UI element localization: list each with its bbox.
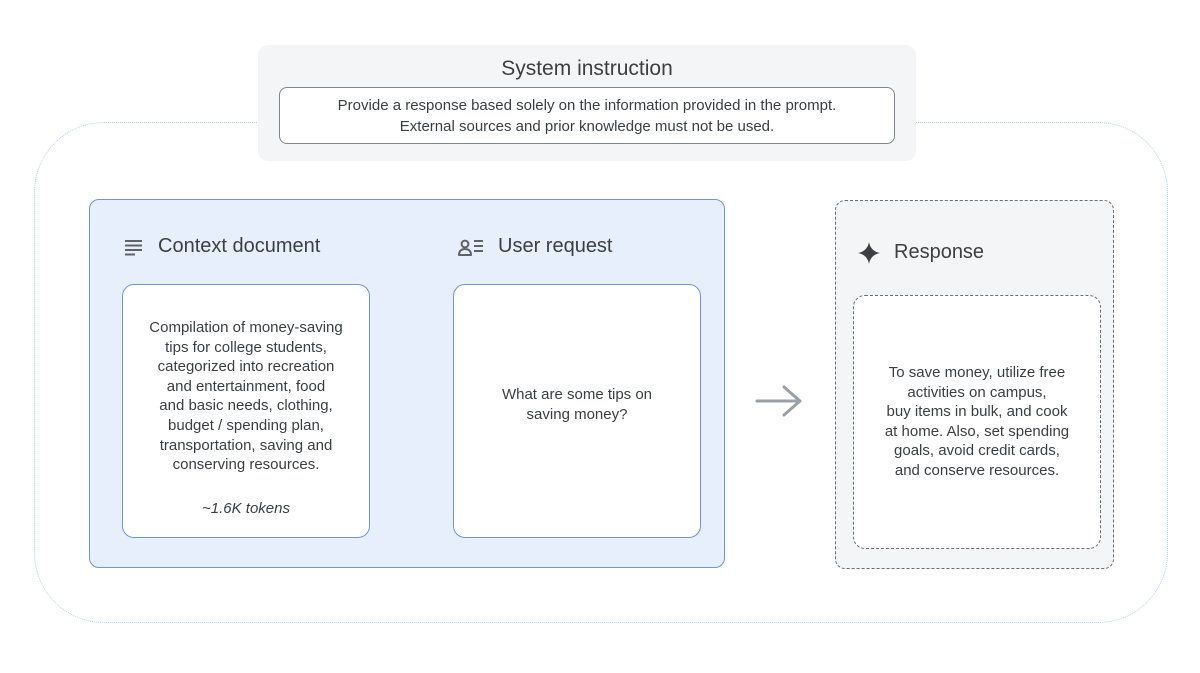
context-line: budget / spending plan, xyxy=(168,416,324,434)
context-line: categorized into recreation xyxy=(157,358,335,376)
response-title: Response xyxy=(894,241,985,263)
context-line: Compilation of money-saving xyxy=(149,319,343,336)
response-header: Response xyxy=(858,241,984,264)
user-list-icon xyxy=(458,237,484,257)
response-line: To save money, utilize free xyxy=(888,364,1066,381)
prompt-input-panel: Context document User request Compilatio… xyxy=(89,199,725,568)
system-instruction-title: System instruction xyxy=(501,57,673,80)
context-document-header: Context document xyxy=(124,235,320,258)
token-count: ~1.6K tokens xyxy=(202,499,290,517)
system-instruction-line: Provide a response based solely on the i… xyxy=(337,97,837,114)
system-instruction-panel: System instruction Provide a response ba… xyxy=(258,45,916,161)
user-request-header: User request xyxy=(458,235,613,258)
system-instruction-line: External sources and prior knowledge mus… xyxy=(399,118,775,135)
context-line: and basic needs, clothing, xyxy=(159,397,333,415)
response-line: buy items in bulk, and cook xyxy=(886,403,1068,421)
user-request-title: User request xyxy=(498,235,613,257)
context-document-title: Context document xyxy=(158,235,321,257)
context-line: transportation, saving and xyxy=(159,436,333,454)
response-card: To save money, utilize free activities o… xyxy=(853,295,1101,549)
sparkle-icon xyxy=(858,241,880,264)
context-document-card: Compilation of money-saving tips for col… xyxy=(122,284,370,538)
response-panel: Response To save money, utilize free act… xyxy=(835,200,1114,569)
request-line: saving money? xyxy=(526,405,628,423)
response-line: activities on campus, xyxy=(907,383,1047,401)
response-line: at home. Also, set spending xyxy=(884,422,1070,440)
context-line: tips for college students, xyxy=(165,338,327,356)
system-instruction-box: Provide a response based solely on the i… xyxy=(279,87,895,144)
request-line: What are some tips on xyxy=(501,386,653,403)
response-line: and conserve resources. xyxy=(894,461,1060,479)
user-request-card: What are some tips on saving money? xyxy=(453,284,701,538)
response-line: goals, avoid credit cards, xyxy=(894,442,1060,460)
notes-icon xyxy=(124,238,144,256)
context-line: conserving resources. xyxy=(172,456,320,474)
arrow-right-icon xyxy=(754,384,804,423)
context-line: and entertainment, food xyxy=(166,377,326,395)
